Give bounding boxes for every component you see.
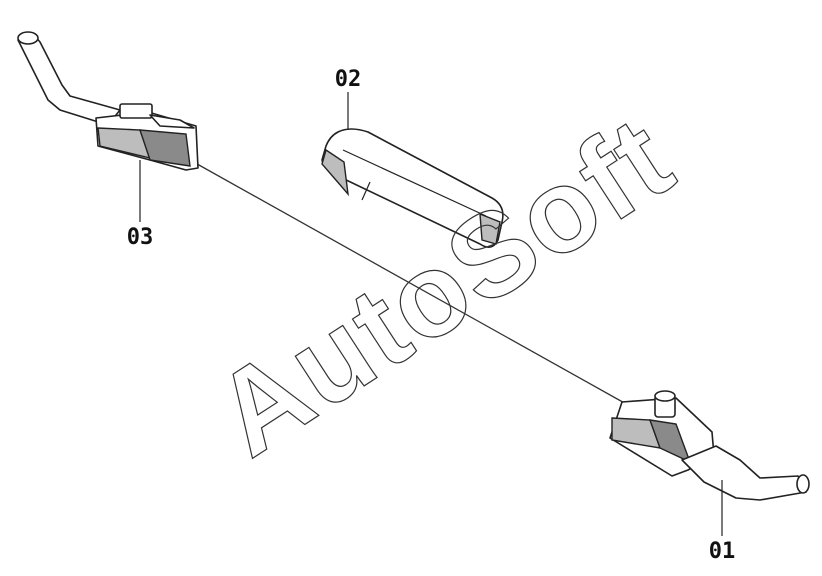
part-02-band-body xyxy=(321,128,504,248)
part-01-connector xyxy=(609,390,810,501)
callout-03: 03 xyxy=(127,225,154,250)
part-03-tube xyxy=(17,33,121,126)
callout-01: 01 xyxy=(709,539,736,564)
part-02-band xyxy=(321,128,504,248)
part-03-connector xyxy=(17,31,199,171)
part-01-tube xyxy=(681,445,807,501)
cable-line xyxy=(189,159,629,406)
callout-02: 02 xyxy=(335,67,362,92)
